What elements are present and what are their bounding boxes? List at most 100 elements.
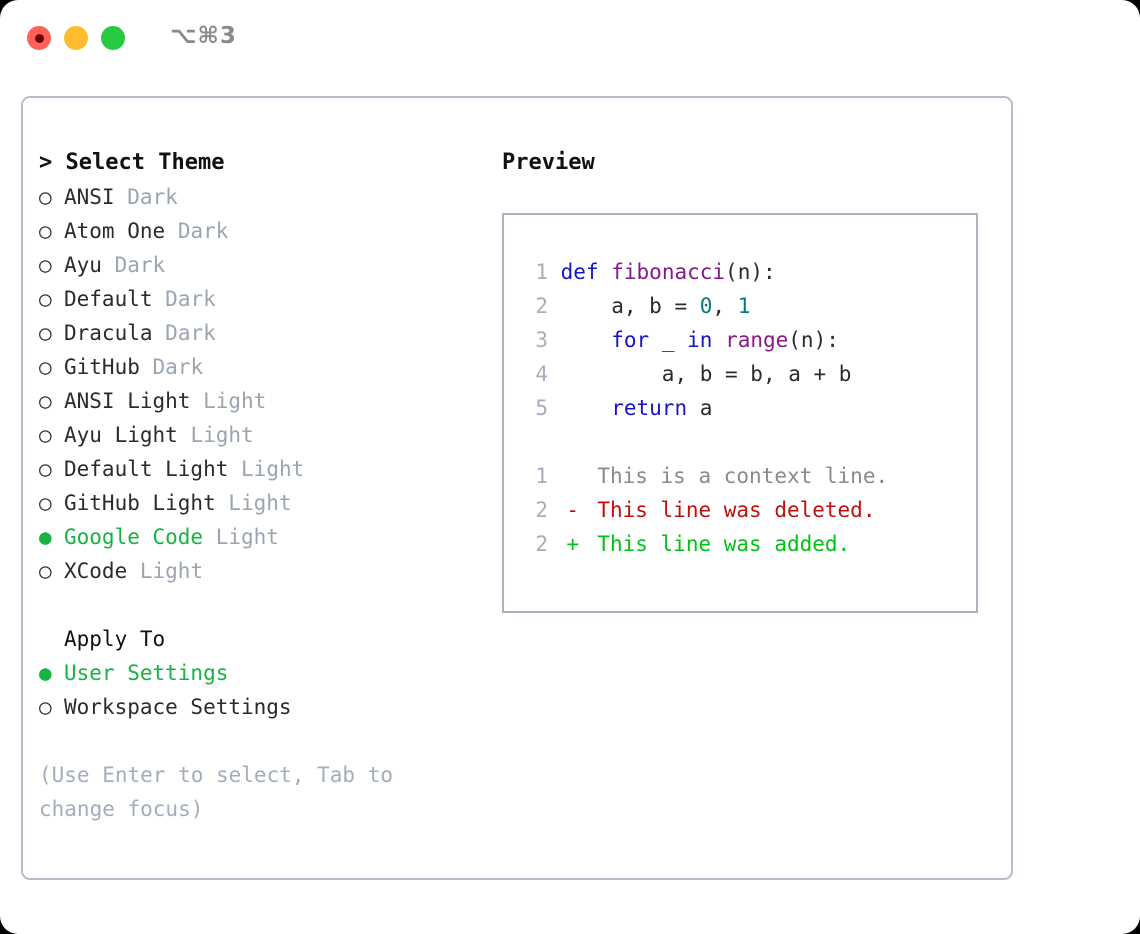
radio-unselected-icon: ○ (39, 321, 52, 345)
theme-variant-badge: Dark (152, 355, 204, 379)
radio-unselected-icon: ○ (39, 287, 52, 311)
diff-text: This is a context line. (597, 464, 889, 488)
theme-option-dracula[interactable]: ○ Dracula Dark (39, 316, 499, 350)
code-diff-spacer (504, 425, 976, 459)
apply-to-heading-label: Apply To (64, 627, 166, 651)
code-line: 2 a, b = 0, 1 (504, 289, 976, 323)
code-line: 3 for _ in range(n): (504, 323, 976, 357)
preview-column: Preview 1 def fibonacci(n):2 a, b = 0, 1… (502, 146, 992, 613)
theme-option-label: Default (64, 287, 153, 311)
theme-picker-card: > Select Theme ○ANSI Dark○Atom One Dark○… (21, 96, 1013, 880)
radio-unselected-icon: ○ (39, 355, 52, 379)
code-token (712, 328, 725, 352)
line-number: 4 (535, 362, 548, 386)
apply-to-option-workspace-settings[interactable]: ○ Workspace Settings (39, 690, 499, 724)
radio-unselected-icon: ○ (39, 491, 52, 515)
line-number: 2 (535, 498, 548, 522)
theme-option-label: GitHub Light (64, 491, 216, 515)
theme-variant-badge: Dark (114, 253, 166, 277)
theme-option-label: GitHub (64, 355, 140, 379)
diff-marker: - (566, 498, 579, 522)
radio-unselected-icon: ○ (39, 185, 52, 209)
theme-option-google-code[interactable]: ● Google Code Light (39, 520, 499, 554)
code-token: 0 (699, 294, 713, 318)
theme-variant-badge: Light (139, 559, 204, 583)
theme-option-label: XCode (64, 559, 128, 583)
theme-variant-badge: Light (241, 457, 305, 481)
theme-option-label: Google Code (64, 525, 204, 549)
select-theme-heading-label: Select Theme (65, 150, 225, 175)
diff-line: 2 + This line was added. (504, 527, 976, 561)
minimize-button[interactable] (64, 26, 88, 50)
code-token (561, 328, 612, 352)
radio-selected-icon: ● (39, 525, 52, 549)
diff-marker (561, 459, 585, 493)
diff-line: 1 This is a context line. (504, 459, 976, 493)
theme-list: ○ANSI Dark○Atom One Dark○Ayu Dark○Defaul… (39, 180, 499, 588)
theme-variant-badge: Light (190, 423, 254, 447)
code-token: (n): (725, 260, 776, 284)
theme-variant-badge: Light (228, 491, 292, 515)
keyboard-shortcut-label: ⌥⌘3 (170, 23, 237, 49)
line-number: 1 (535, 464, 548, 488)
code-token: in (687, 328, 713, 352)
theme-option-github-light[interactable]: ○ GitHub Light Light (39, 486, 499, 520)
code-token: , (712, 294, 738, 318)
diff-text: This line was deleted. (597, 498, 876, 522)
apply-to-option-label: User Settings (64, 661, 229, 685)
line-number: 1 (535, 260, 548, 284)
radio-unselected-icon: ○ (39, 457, 52, 481)
theme-variant-badge: Dark (165, 287, 216, 311)
line-number: 3 (535, 328, 548, 352)
code-token: a, b = b, a + b (560, 362, 852, 386)
diff-line: 2 - This line was deleted. (504, 493, 976, 527)
theme-variant-badge: Light (215, 525, 279, 549)
radio-unselected-icon: ○ (39, 559, 52, 583)
code-token: a (687, 396, 713, 420)
code-token: fibonacci (611, 260, 726, 284)
code-token: (n): (788, 328, 839, 352)
theme-variant-badge: Dark (165, 321, 216, 345)
window-controls (27, 26, 125, 50)
code-token: _ (649, 328, 688, 352)
close-button[interactable] (27, 26, 51, 50)
radio-unselected-icon: ○ (39, 695, 52, 719)
code-token: for (611, 328, 650, 352)
theme-option-label: Atom One (64, 219, 166, 243)
theme-option-label: Dracula (64, 321, 153, 345)
theme-option-label: Ayu (64, 253, 102, 277)
theme-option-github[interactable]: ○ GitHub Dark (39, 350, 499, 384)
theme-option-label: Default Light (64, 457, 229, 481)
theme-option-atom-one[interactable]: ○Atom One Dark (39, 214, 499, 248)
theme-option-ansi-light[interactable]: ○ANSI Light Light (39, 384, 499, 418)
line-number: 2 (535, 532, 548, 556)
code-token: 1 (737, 294, 751, 318)
keyboard-hint-text: (Use Enter to select, Tab to change focu… (39, 763, 406, 821)
diff-sample: 1 This is a context line.2 - This line w… (504, 459, 976, 561)
code-token: a, b = (560, 294, 700, 318)
code-line: 4 a, b = b, a + b (504, 357, 976, 391)
theme-option-ayu-light[interactable]: ○ Ayu Light Light (39, 418, 499, 452)
line-number: 2 (535, 294, 548, 318)
line-number: 5 (535, 396, 548, 420)
code-token (599, 260, 612, 284)
theme-option-default[interactable]: ○ Default Dark (39, 282, 499, 316)
maximize-button[interactable] (101, 26, 125, 50)
apply-to-option-label: Workspace Settings (64, 695, 292, 719)
theme-option-xcode[interactable]: ○ XCode Light (39, 554, 499, 588)
theme-option-default-light[interactable]: ○ Default Light Light (39, 452, 499, 486)
theme-variant-badge: Dark (127, 185, 178, 209)
code-token: range (725, 328, 789, 352)
apply-to-heading: Apply To (39, 622, 499, 656)
prompt-caret-icon: > (39, 150, 53, 175)
theme-option-ansi[interactable]: ○ANSI Dark (39, 180, 499, 214)
radio-unselected-icon: ○ (39, 423, 52, 447)
code-line: 1 def fibonacci(n): (504, 255, 976, 289)
theme-option-ayu[interactable]: ○Ayu Dark (39, 248, 499, 282)
apply-to-option-user-settings[interactable]: ●User Settings (39, 656, 499, 690)
theme-list-column: > Select Theme ○ANSI Dark○Atom One Dark○… (39, 146, 499, 826)
theme-option-label: Ayu Light (64, 423, 178, 447)
